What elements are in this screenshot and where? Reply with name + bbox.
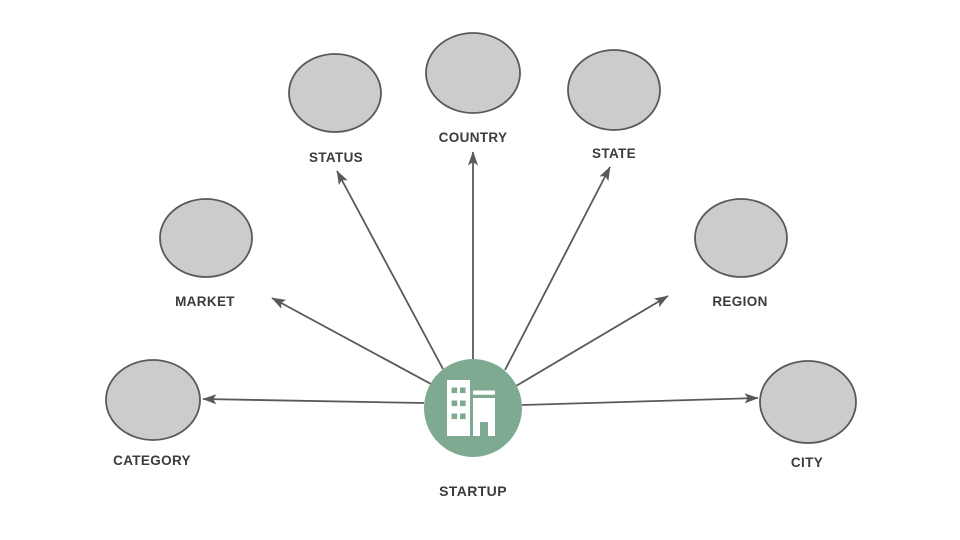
edge-startup-to-market [271, 297, 432, 385]
icon-annex-band [473, 390, 495, 395]
icon-tower [447, 380, 470, 436]
node-status[interactable]: STATUS [288, 53, 382, 165]
node-country[interactable]: COUNTRY [425, 32, 521, 145]
edge-startup-to-state [504, 166, 611, 371]
node-state[interactable]: STATE [567, 49, 661, 161]
icon-window-3-2 [460, 413, 466, 420]
node-city[interactable]: CITY [759, 360, 857, 470]
node-market[interactable]: MARKET [159, 198, 253, 309]
node-label-market: MARKET [175, 294, 235, 309]
node-label-category: CATEGORY [113, 453, 191, 468]
icon-window-2-2 [460, 400, 466, 407]
icon-window-3-1 [451, 413, 458, 420]
node-category[interactable]: CATEGORY [105, 359, 201, 468]
edge-startup-to-status [336, 170, 444, 370]
icon-window-1-2 [460, 387, 466, 394]
node-label-status: STATUS [309, 150, 363, 165]
node-circle-city[interactable] [759, 360, 857, 444]
node-circle-state[interactable] [567, 49, 661, 131]
icon-door [480, 422, 488, 436]
node-circle-status[interactable] [288, 53, 382, 133]
edge-startup-to-city [521, 393, 759, 406]
node-label-state: STATE [592, 146, 636, 161]
edge-startup-to-region [515, 295, 669, 387]
edges-layer [202, 151, 759, 406]
node-circle-category[interactable] [105, 359, 201, 441]
node-label-city: CITY [791, 455, 823, 470]
icon-annex [473, 398, 495, 436]
nodes-layer: STATUS COUNTRY STATE MARKET REGION CATEGORY CI… [105, 32, 857, 470]
node-circle-country[interactable] [425, 32, 521, 114]
node-region[interactable]: REGION [694, 198, 788, 309]
hub-label: STARTUP [439, 483, 507, 499]
node-circle-region[interactable] [694, 198, 788, 278]
node-label-region: REGION [712, 294, 767, 309]
edge-startup-to-category [202, 394, 425, 405]
icon-window-1-1 [451, 387, 458, 394]
building-icon [447, 380, 495, 436]
node-circle-market[interactable] [159, 198, 253, 278]
hub-node-startup[interactable]: STARTUP [424, 359, 522, 499]
icon-window-2-1 [451, 400, 458, 407]
node-label-country: COUNTRY [439, 130, 508, 145]
